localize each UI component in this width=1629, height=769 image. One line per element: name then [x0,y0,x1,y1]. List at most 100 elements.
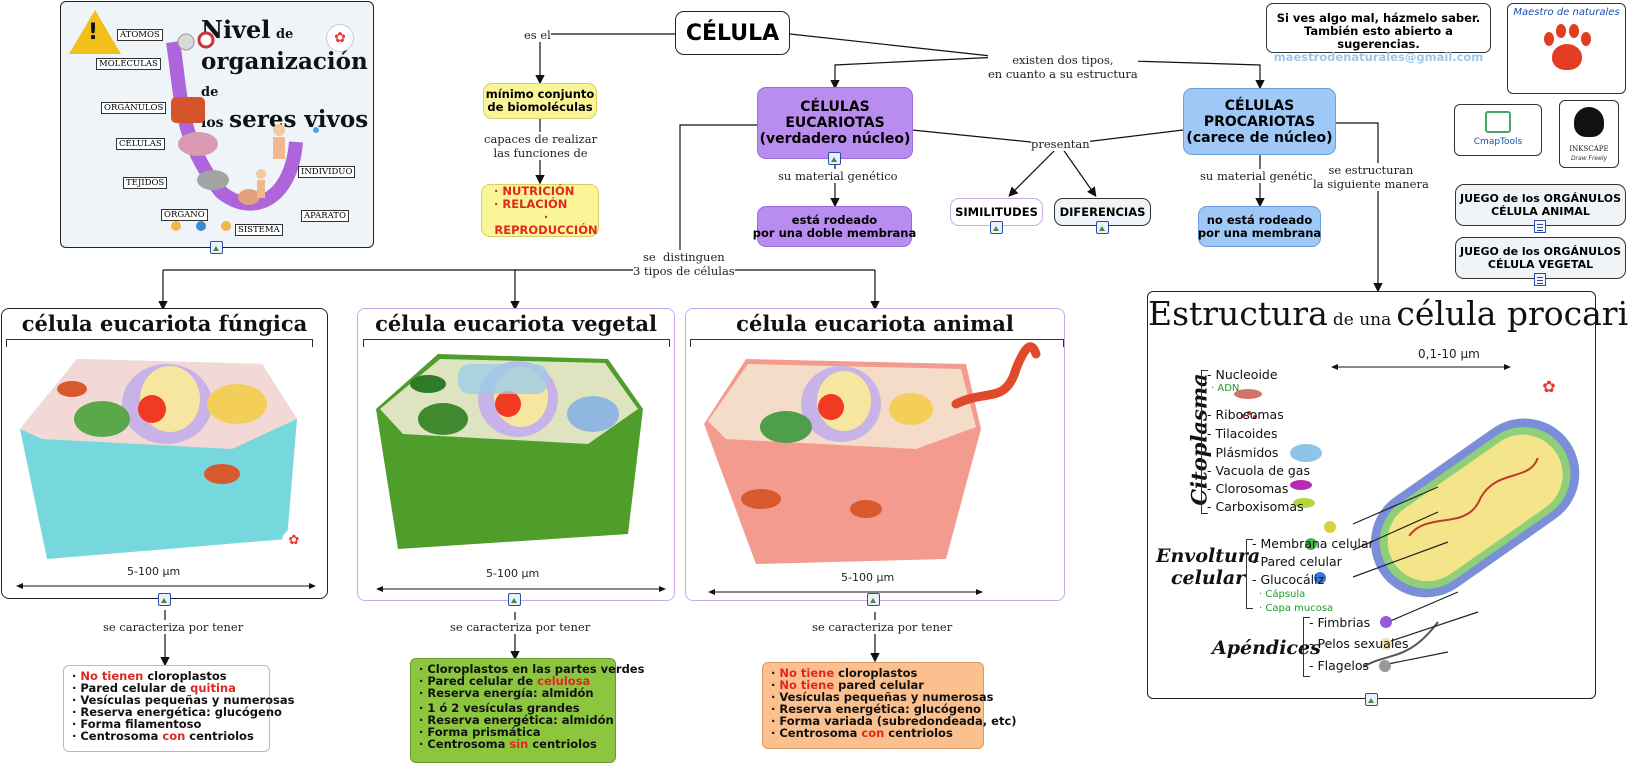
levels-title-2: organización [201,48,368,75]
feedback-email[interactable]: maestrodenaturales@gmail.com [1273,50,1484,64]
image-attachment-icon[interactable] [867,593,880,606]
group-bracket [1201,370,1208,514]
image-attachment-icon[interactable] [1365,693,1378,706]
card-title-animal: célula eucariota animal [736,311,1014,336]
warning-icon [69,10,121,54]
feature-row: · Centrosoma con centriolos [72,729,254,743]
item-plasmidos: - Plásmidos [1207,445,1279,460]
card-title-vegetal: célula eucariota vegetal [375,311,657,336]
item-membrana-celular: - Membrana celular [1252,536,1374,551]
link-se-estructuran: se estructuran la siguiente manera [1313,163,1429,191]
feature-row: · Cloroplastos en las partes verdes [419,662,645,676]
maestro-logo-text: Maestro de naturales [1513,7,1620,18]
procariota-title: Estructura de una célula procariota [1148,294,1629,333]
feature-row: · Vesículas pequeñas y numerosas [771,690,994,704]
maestro-logo-small: ✿ [282,529,306,553]
card-celula-fungica[interactable]: célula eucariota fúngica 5-100 µm ✿ [1,308,328,599]
feedback-line-1: Si ves algo mal, házmelo saber. [1276,11,1481,25]
item-nucleoide: - Nucleoide [1207,367,1278,382]
feature-row: · Reserva energética: glucógeno [72,705,282,719]
maestro-de-naturales-logo[interactable]: Maestro de naturales [1507,3,1626,94]
concept-doble-membrana[interactable]: está rodeado por una doble membrana [753,206,916,247]
item-carboxisomas: - Carboxisomas [1207,499,1304,514]
bacterium-illustration [1234,389,1580,672]
feature-row: · Centrosoma con centriolos [771,726,953,740]
feature-row: · Reserva energética: glucógeno [771,702,981,716]
document-link-icon[interactable] [1534,273,1546,286]
feature-row: · Vesículas pequeñas y numerosas [72,693,295,707]
image-attachment-icon[interactable] [508,593,521,606]
features-fungica[interactable]: · No tienen cloroplastos · Pared celular… [63,665,295,752]
group-bracket [1246,539,1253,609]
concept-diferencias[interactable]: DIFERENCIAS [1054,198,1151,226]
level-label-moleculas: MOLÉCULAS [96,58,161,70]
card-title-fungica: célula eucariota fúngica [21,311,308,336]
scale-label-vegetal: 5-100 µm [486,567,540,580]
maestro-logo-small: ✿ [326,24,354,52]
procariota-panel[interactable]: Estructura de una célula procariota 0,1-… [1147,291,1629,699]
item-pelos-sexuales: - Pelos sexuales [1309,636,1409,651]
fungal-cell-illustration [20,359,297,559]
level-label-tejidos: TEJIDOS [123,177,168,189]
level-label-sistema: SISTEMA [235,224,283,236]
scale-label-animal: 5-100 µm [841,571,895,584]
title-bracket [6,339,313,347]
item-capa-mucosa: · Capa mucosa [1259,603,1334,614]
scale-arrow [1331,364,1511,370]
feature-row: · Forma variada (subredondeada, etc) [771,714,1017,728]
feature-row: · Reserva energía: almidón [419,686,594,700]
image-attachment-icon[interactable] [1096,221,1109,234]
card-celula-animal[interactable]: célula eucariota animal 5-100 µm [685,308,1065,601]
maestro-logo-small: ✿ [1534,372,1564,402]
document-link-icon[interactable] [1534,220,1546,233]
animal-cell-illustration [704,342,1041,564]
scale-arrow [708,589,983,595]
levels-title: Nivel de organización de los seres vivos [201,15,369,133]
feedback-line-2: También esto abierto a sugerencias. [1304,24,1453,51]
features-animal[interactable]: · No tiene cloroplastos · No tiene pared… [762,662,1017,749]
link-capaces: capaces de realizar las funciones de [484,132,598,160]
levels-panel[interactable]: ! Nivel de organización de los seres viv… [60,1,374,248]
link-existen: existen dos tipos, en cuanto a su estruc… [988,53,1138,81]
inkscape-icon [1574,107,1604,137]
scale-label-fungica: 5-100 µm [127,565,181,578]
feature-row: · Forma filamentoso [72,717,202,731]
concept-funciones[interactable]: · NUTRICIÓN · RELACIÓN · REPRODUCCIÓN [481,184,599,237]
item-pared-celular: - Pared celular [1252,554,1342,569]
feature-row: · 1 ó 2 vesículas grandes [419,701,580,715]
feedback-box[interactable]: Si ves algo mal, házmelo saber. También … [1266,3,1491,64]
concept-celulas-procariotas[interactable]: CÉLULAS PROCARIOTAS (carece de núcleo) [1183,88,1336,155]
features-vegetal[interactable]: · Cloroplastos en las partes verdes · Pa… [410,658,645,763]
scale-label-procariota: 0,1-10 µm [1418,347,1480,361]
image-attachment-icon[interactable] [990,221,1003,234]
feature-row: · No tiene cloroplastos [771,666,918,680]
scale-arrow [16,583,316,589]
concept-minimo-biomoleculas[interactable]: mínimo conjunto de biomoléculas [483,83,597,119]
juego-celula-vegetal-button[interactable]: JUEGO de los ORGÁNULOS CÉLULA VEGETAL [1455,237,1626,279]
title-bracket [690,339,1064,347]
cmaptools-logo[interactable]: CmapTools [1454,104,1542,156]
card-celula-vegetal[interactable]: célula eucariota vegetal 5-100 µm [357,308,675,601]
link-caracteriza-animal: se caracteriza por tener [812,620,953,634]
image-attachment-icon[interactable] [158,593,171,606]
item-clorosomas: - Clorosomas [1207,481,1289,496]
warning-exclamation: ! [88,20,99,45]
funcion-nutricion: · NUTRICIÓN [494,183,575,198]
item-capsula: · Cápsula [1259,589,1306,600]
item-tilacoides: - Tilacoides [1207,426,1278,441]
concept-no-membrana[interactable]: no está rodeado por una membrana [1198,206,1321,247]
level-label-atomos: ÁTOMOS [117,29,163,41]
concept-celulas-eucariotas[interactable]: CÉLULAS EUCARIOTAS (verdadero núcleo) [757,87,913,159]
item-glucocaliz: - Glucocáliz [1252,572,1325,587]
level-label-aparato: APARATO [301,210,349,222]
concept-similitudes[interactable]: SIMILITUDES [950,198,1043,226]
image-attachment-icon[interactable] [210,241,223,254]
inkscape-logo[interactable]: INKSCAPE Draw Freely [1559,100,1619,168]
item-ribosomas: - Ribosomas [1207,407,1284,422]
image-attachment-icon[interactable] [828,152,841,165]
link-caracteriza-fungica: se caracteriza por tener [103,620,244,634]
feature-row: · Pared celular de celulosa [419,674,591,688]
concept-celula[interactable]: CÉLULA [675,11,790,55]
link-presentan: presentan [1031,137,1090,151]
juego-celula-animal-button[interactable]: JUEGO de los ORGÁNULOS CÉLULA ANIMAL [1455,184,1626,226]
